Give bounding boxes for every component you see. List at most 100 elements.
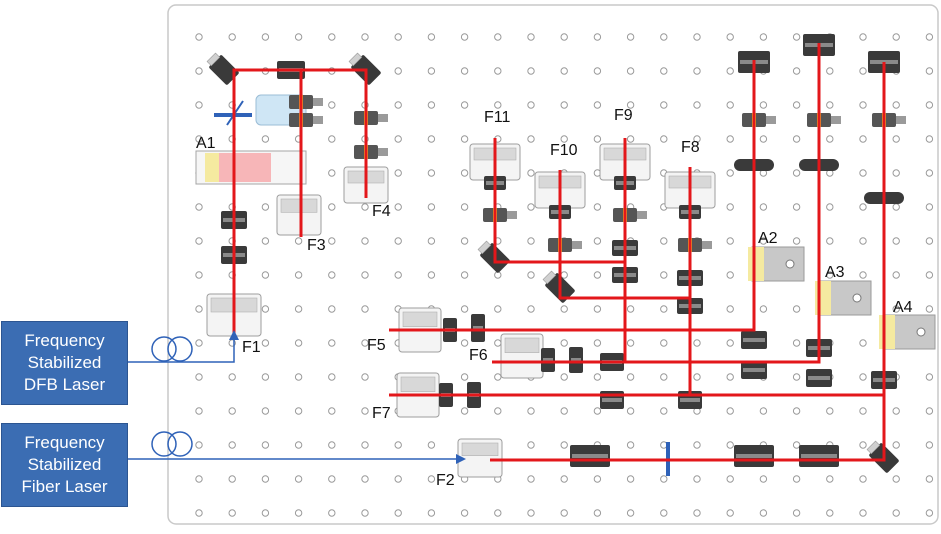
fiber-coil-dfb-b [167,336,193,362]
waveplate-knob [313,98,323,106]
mounting-hole [925,101,934,109]
mounting-hole [826,271,834,279]
fiber-coil-dfb-a [151,336,177,362]
mounting-hole [328,441,336,449]
fiber-dfb [128,338,235,363]
mounting-hole [560,135,568,143]
mounting-hole [759,475,768,483]
mounting-hole [195,441,203,449]
mounting-hole [925,407,934,415]
mounting-hole [826,67,834,75]
mounting-hole [328,339,336,347]
mounting-hole [527,475,535,483]
mounting-hole [859,271,867,279]
mounting-hole [560,101,568,109]
aom-a1-yellow [205,153,219,182]
mounting-hole [560,33,568,41]
mirror-plate [477,240,492,255]
mounting-hole [792,203,801,211]
laser-beams [232,43,886,462]
mounting-hole [394,101,402,109]
waveplate-knob [831,116,841,124]
mounting-hole [660,237,668,245]
housing-face [402,311,438,327]
mount-detail [743,368,765,372]
label-F6: F6 [469,347,488,364]
mounting-hole [593,407,602,415]
mounting-hole [361,407,369,415]
mounting-hole [427,509,436,517]
dfb-laser-box: Frequency Stabilized DFB Laser [1,321,128,405]
mounting-hole [892,237,900,245]
mounting-hole [494,407,502,415]
mounting-hole [626,475,635,483]
mounting-hole [826,237,834,245]
mount-detail [473,326,483,330]
mounting-hole [693,475,701,483]
mounting-hole [394,509,402,517]
mounting-hole [560,441,568,449]
waveplate-knob [637,211,647,219]
mounting-hole [427,169,436,177]
mounting-hole [328,271,336,279]
mounting-hole [726,67,734,75]
mounting-hole [427,33,436,41]
mounting-hole [859,339,867,347]
mounting-hole [925,135,934,143]
mounting-hole [361,373,369,381]
mounting-hole [560,475,568,483]
mounting-hole [892,33,900,41]
mounting-hole [859,169,867,177]
mounting-hole [361,339,369,347]
mounting-hole [859,33,867,41]
beam-f2-main [490,395,886,462]
mounting-hole [660,33,668,41]
mounting-hole [328,203,336,211]
waveplate-knob [507,211,517,219]
aom-a2-yellow [748,247,764,281]
beam-f6-a3 [492,43,821,364]
mounting-hole [527,67,535,75]
mounting-hole [460,169,469,177]
mounting-hole [195,237,203,245]
housing-face [400,376,436,392]
fiber-arrow-fiber [456,454,466,464]
mounting-hole [826,203,834,211]
mounting-hole [759,509,768,517]
label-F11: F11 [484,109,510,126]
fiber-laser-line-2: Stabilized [27,455,102,474]
mounting-hole [593,509,602,517]
dfb-laser-line-3: DFB Laser [23,375,106,394]
housing-face [461,442,499,456]
mounting-hole [726,271,734,279]
mounting-hole [427,135,436,143]
mounting-hole [626,509,635,517]
mounting-hole [826,135,834,143]
mounting-hole [660,407,668,415]
mounting-hole [892,407,900,415]
mounting-hole [261,339,270,347]
aom-a4-port [916,327,926,337]
mounting-hole [328,237,336,245]
label-F3: F3 [307,237,326,254]
mounting-hole [826,509,834,517]
mounting-hole [892,441,900,449]
mounting-hole [261,135,270,143]
mounting-hole [527,509,535,517]
mounting-hole [593,305,602,313]
mounting-hole [925,203,934,211]
mounting-hole [294,237,303,245]
mount-detail [680,398,700,402]
mounting-hole [925,237,934,245]
mounting-hole [660,339,668,347]
mounting-hole [560,407,568,415]
mounting-hole [328,407,336,415]
mounting-hole [195,271,203,279]
mounting-hole [859,441,867,449]
mirror-plate [866,440,881,455]
mounting-hole [759,101,768,109]
mounting-hole [228,509,236,517]
label-F1: F1 [242,339,261,356]
mounting-hole [261,33,270,41]
